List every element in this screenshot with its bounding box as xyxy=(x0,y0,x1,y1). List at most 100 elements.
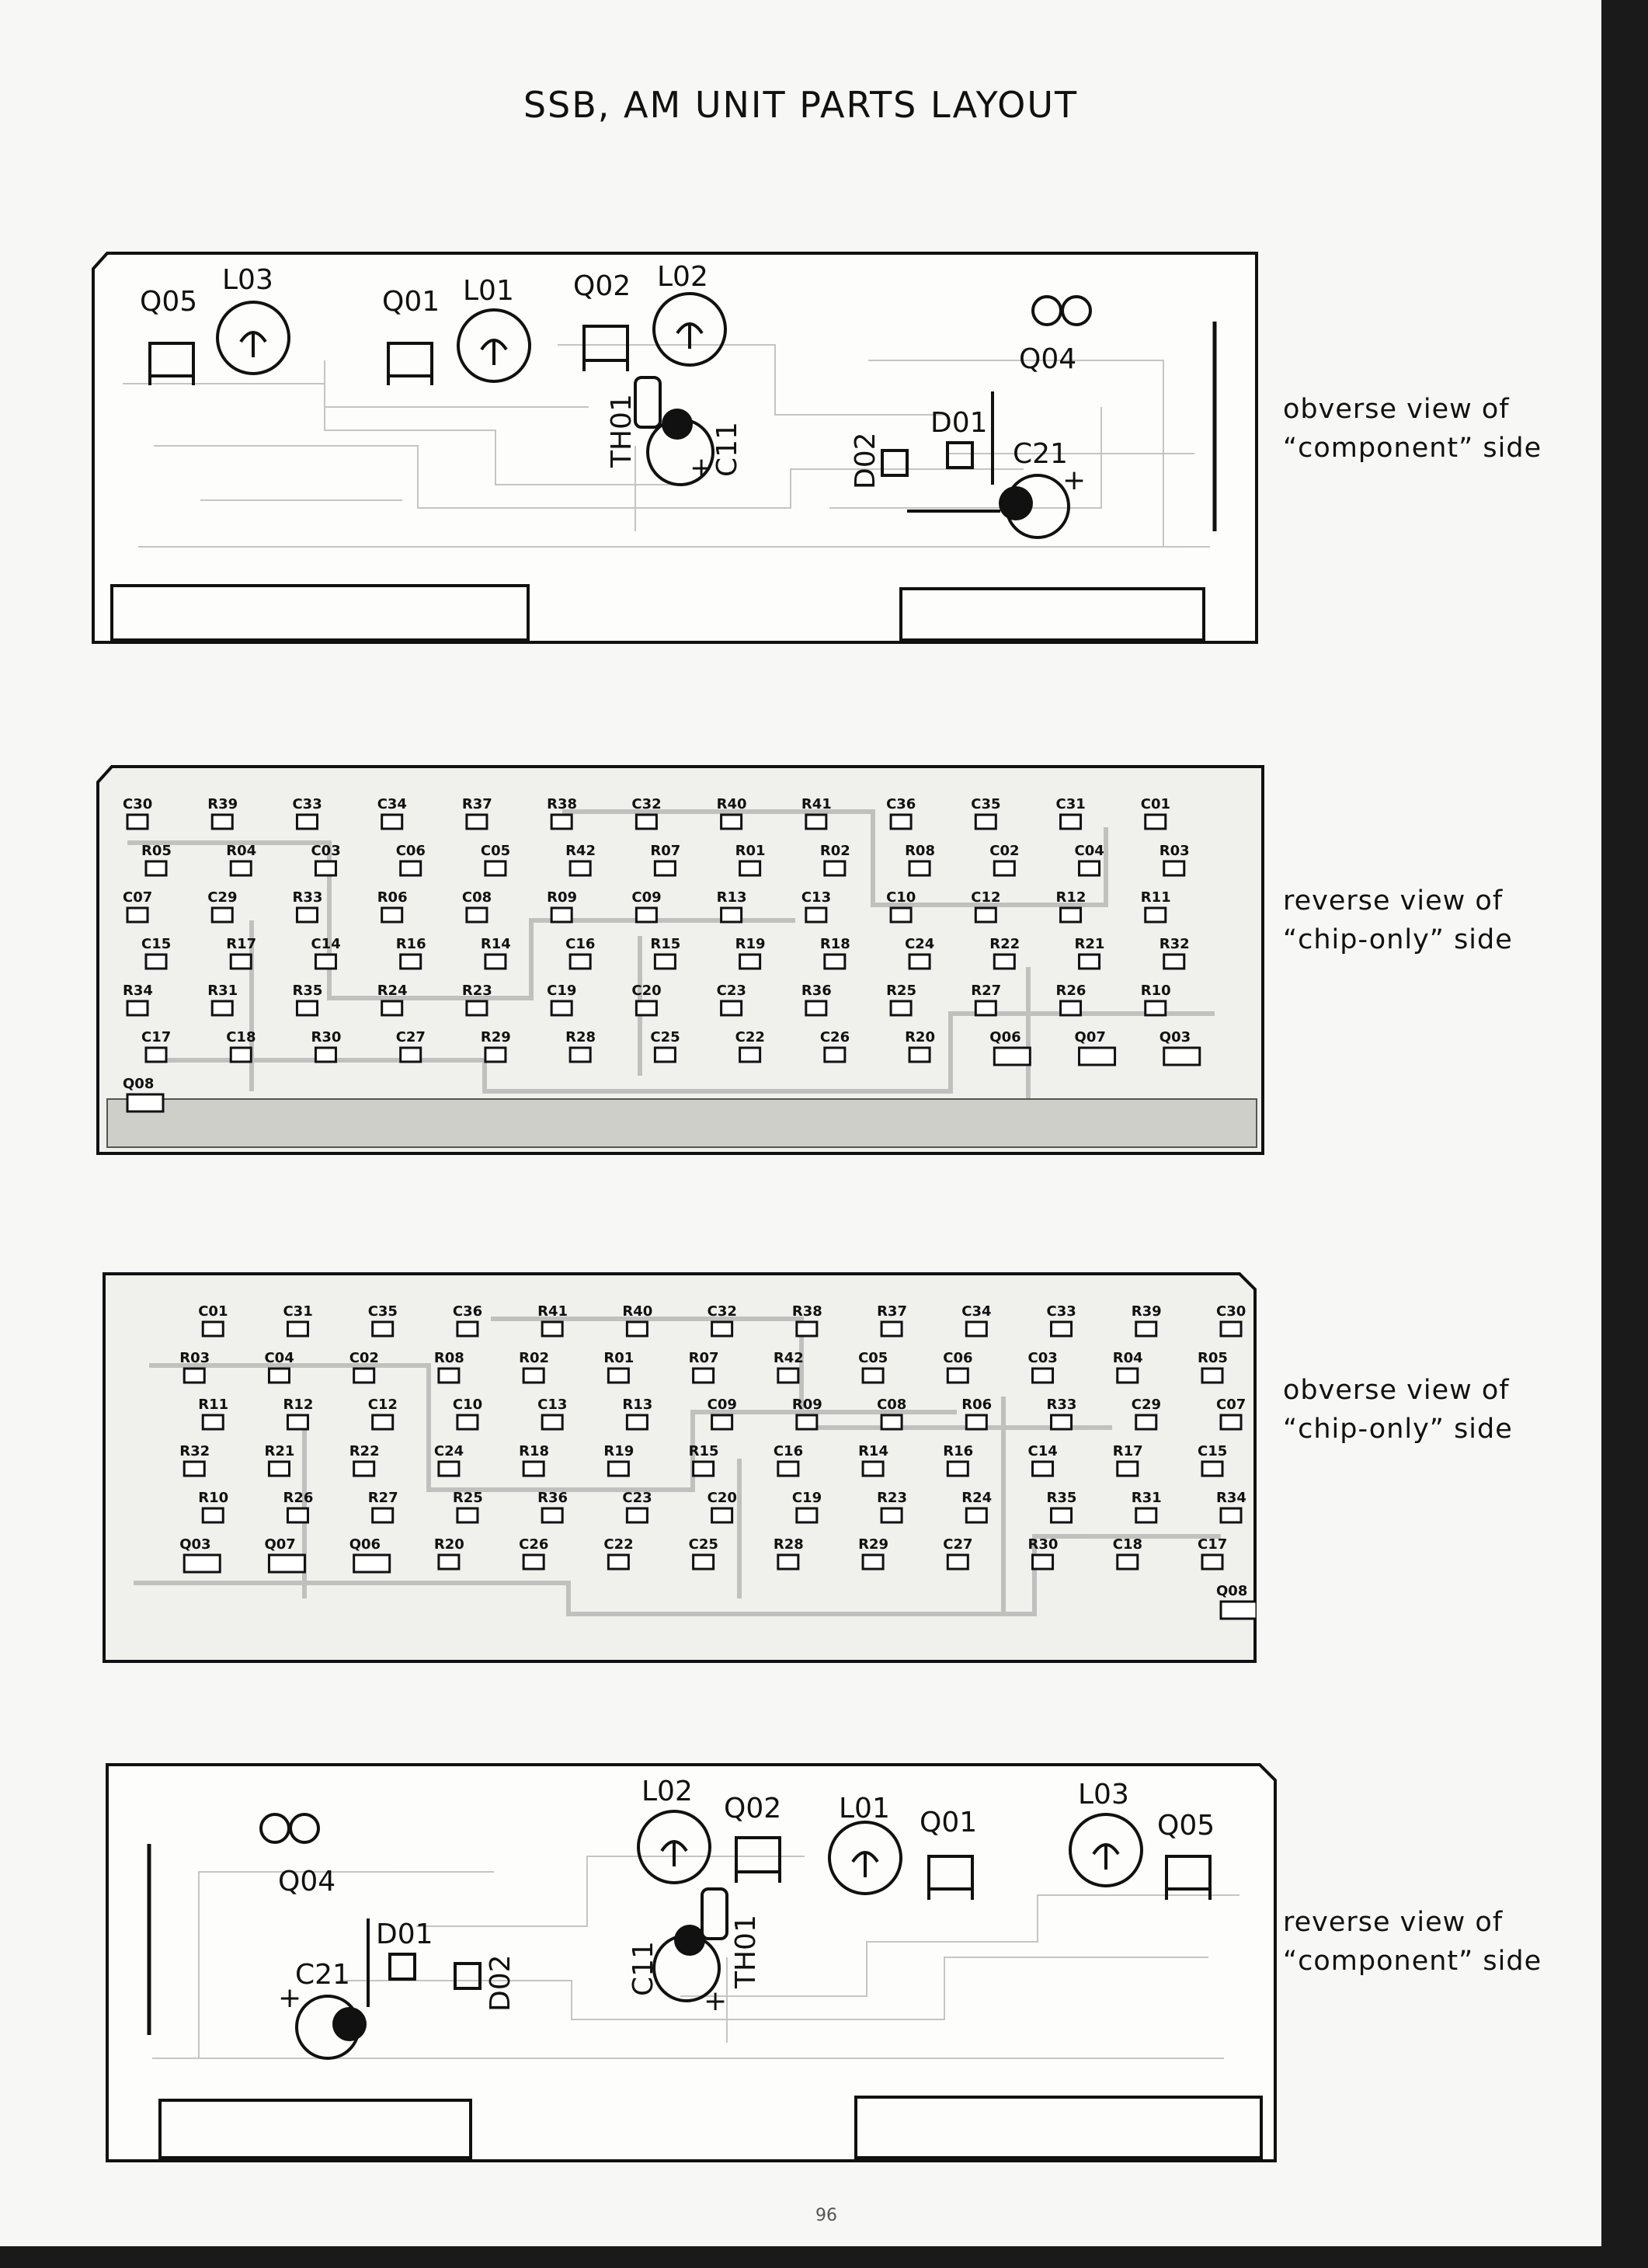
chip-label-c18: C18 xyxy=(1113,1536,1142,1553)
chip-part-r15 xyxy=(653,953,676,970)
label-q04: Q04 xyxy=(1019,343,1076,375)
board-component-reverse: Q04 D01 D02 C21 + + C11 TH01 L02 Q02 L01… xyxy=(106,1763,1277,2162)
chip-label-r32: R32 xyxy=(179,1443,210,1459)
chip-label-c20: C20 xyxy=(631,983,661,999)
chip-label-c31: C31 xyxy=(283,1303,312,1320)
chip-label-q08: Q08 xyxy=(123,1076,154,1092)
chip-part-c10 xyxy=(889,906,913,924)
chip-part-c07 xyxy=(1219,1414,1243,1431)
chip-label-r02: R02 xyxy=(820,843,850,859)
chip-label-r11: R11 xyxy=(1141,889,1171,906)
caption-board-3: obverse view of “chip-only” side xyxy=(1283,1371,1594,1449)
chip-label-r23: R23 xyxy=(877,1490,907,1506)
label-d01: D01 xyxy=(930,407,988,439)
pcb-traces xyxy=(123,344,1210,548)
chip-part-c20 xyxy=(635,1000,658,1017)
chip-label-c12: C12 xyxy=(971,889,1000,906)
chip-part-r22 xyxy=(353,1460,376,1477)
chip-part-c35 xyxy=(974,813,997,830)
chip-label-c09: C09 xyxy=(708,1397,737,1413)
chip-label-r19: R19 xyxy=(603,1443,634,1459)
caption-line-2: “component” side xyxy=(1283,433,1542,464)
chip-part-r10 xyxy=(201,1507,224,1524)
chip-label-r24: R24 xyxy=(377,983,408,999)
chip-part-r37 xyxy=(880,1320,903,1337)
l01-coil xyxy=(828,1821,902,1895)
caption-line-2: “chip-only” side xyxy=(1283,924,1513,955)
chip-part-r24 xyxy=(381,1000,404,1017)
chip-label-r29: R29 xyxy=(858,1536,888,1553)
chip-label-c24: C24 xyxy=(905,936,934,952)
chip-label-c27: C27 xyxy=(943,1536,972,1553)
scan-edge-bottom xyxy=(0,2246,1648,2268)
chip-label-r34: R34 xyxy=(123,983,153,999)
chip-label-r22: R22 xyxy=(989,936,1020,952)
chip-label-c33: C33 xyxy=(292,796,322,812)
chip-label-r37: R37 xyxy=(462,796,492,812)
chip-label-c01: C01 xyxy=(198,1303,228,1320)
chip-label-r18: R18 xyxy=(519,1443,549,1459)
d01-diode xyxy=(388,1953,416,1981)
q05-transistor xyxy=(1165,1855,1212,1900)
label-l02: L02 xyxy=(641,1776,693,1807)
chip-part-r39 xyxy=(1135,1320,1158,1337)
svg-text:+: + xyxy=(704,1985,727,2017)
l03-coil xyxy=(1069,1813,1143,1887)
chip-part-r35 xyxy=(295,1000,318,1017)
chip-part-r33 xyxy=(1050,1414,1073,1431)
d02-diode xyxy=(881,449,909,477)
chip-part-c14 xyxy=(1031,1460,1055,1477)
chip-part-r12 xyxy=(1059,906,1083,924)
chip-part-r06 xyxy=(381,906,404,924)
chip-part-r02 xyxy=(522,1367,545,1384)
chip-label-r02: R02 xyxy=(519,1350,549,1366)
chip-label-c14: C14 xyxy=(311,936,340,952)
chip-label-r29: R29 xyxy=(481,1029,511,1045)
chip-part-r34 xyxy=(126,1000,149,1017)
label-c21-plus: + xyxy=(278,1982,301,2014)
l01-coil xyxy=(457,308,531,383)
chip-label-r34: R34 xyxy=(1216,1490,1246,1506)
chip-part-r14 xyxy=(484,953,507,970)
chip-part-r20 xyxy=(437,1553,461,1571)
chip-label-r38: R38 xyxy=(792,1303,822,1320)
chip-part-c31 xyxy=(1059,813,1083,830)
chip-part-c25 xyxy=(653,1046,676,1063)
chip-label-c32: C32 xyxy=(708,1303,737,1320)
chip-part-r36 xyxy=(541,1507,564,1524)
chip-label-r37: R37 xyxy=(877,1303,907,1320)
chip-label-c36: C36 xyxy=(453,1303,482,1320)
l02-coil xyxy=(652,292,727,367)
chip-label-r23: R23 xyxy=(462,983,492,999)
chip-part-c15 xyxy=(1201,1460,1224,1477)
chip-label-c01: C01 xyxy=(1141,796,1170,812)
chip-label-r28: R28 xyxy=(774,1536,804,1553)
chip-part-c12 xyxy=(371,1414,395,1431)
chip-part-c04 xyxy=(267,1367,290,1384)
chip-label-r35: R35 xyxy=(1047,1490,1077,1506)
label-l03: L03 xyxy=(222,264,273,296)
chip-label-c17: C17 xyxy=(141,1029,171,1045)
label-c11: C11 xyxy=(711,422,743,477)
label-q01: Q01 xyxy=(382,286,440,318)
chip-part-r18 xyxy=(823,953,847,970)
chip-label-c08: C08 xyxy=(462,889,492,906)
chip-part-c19 xyxy=(550,1000,573,1017)
chip-part-c01 xyxy=(1144,813,1167,830)
chip-label-r13: R13 xyxy=(717,889,747,906)
chip-label-c16: C16 xyxy=(565,936,595,952)
chip-label-r04: R04 xyxy=(226,843,256,859)
chip-label-r25: R25 xyxy=(453,1490,483,1506)
chip-part-c17 xyxy=(1201,1553,1224,1571)
chip-label-r12: R12 xyxy=(283,1397,313,1413)
q02-transistor xyxy=(582,325,629,371)
chip-part-c30 xyxy=(126,813,149,830)
chip-part-c34 xyxy=(965,1320,988,1337)
chip-label-c20: C20 xyxy=(708,1490,737,1506)
chip-part-c35 xyxy=(371,1320,395,1337)
chip-label-c02: C02 xyxy=(349,1350,379,1366)
chip-part-c26 xyxy=(823,1046,847,1063)
chip-part-r22 xyxy=(993,953,1016,970)
chip-label-r35: R35 xyxy=(292,983,322,999)
chip-label-c23: C23 xyxy=(622,1490,652,1506)
